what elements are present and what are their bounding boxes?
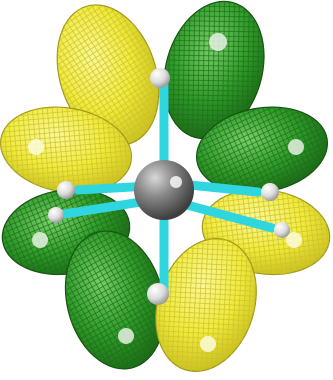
ligand-bottom	[147, 283, 169, 305]
central-atom-highlight	[170, 176, 182, 188]
ligand-upper-left	[57, 181, 75, 199]
ligand-upper-right	[261, 183, 279, 201]
lobe-highlight	[118, 328, 134, 344]
lobe-highlight	[28, 139, 44, 155]
ligand-lower-left	[48, 207, 64, 223]
lobe-top-right	[163, 0, 265, 140]
lobe-upper-left	[0, 106, 133, 194]
lobe-upper-right	[195, 106, 329, 194]
lobe-highlight	[200, 336, 216, 352]
ligand-top	[150, 68, 170, 88]
lobe-bottom-left	[64, 230, 166, 370]
ligand-lower-right	[274, 222, 290, 238]
lobe-highlight	[286, 232, 302, 248]
lobe-bottom-right	[155, 238, 257, 372]
lobe-highlight	[288, 139, 304, 155]
lobe-highlight	[32, 232, 48, 248]
central-atom	[134, 160, 194, 220]
lobe-highlight	[209, 33, 227, 51]
bond-lower-right	[171, 197, 277, 233]
lobe-top-left	[56, 4, 160, 146]
